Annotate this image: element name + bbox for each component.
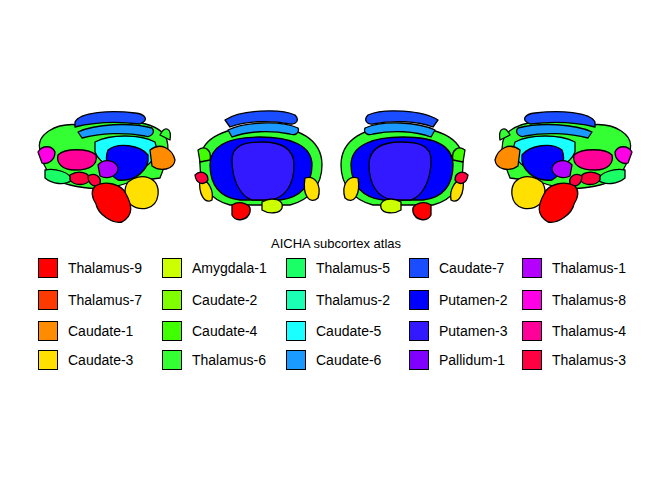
legend-label: Thalamus-3: [552, 353, 626, 367]
legend-swatch: [409, 321, 429, 341]
legend-swatch: [162, 350, 182, 370]
legend-swatch: [286, 321, 306, 341]
legend-swatch: [409, 350, 429, 370]
legend-label: Caudate-5: [316, 324, 381, 338]
legend-swatch: [162, 258, 182, 278]
lateral-left-view: [38, 112, 175, 223]
legend-swatch: [522, 350, 542, 370]
legend-swatch: [409, 290, 429, 310]
legend-label: Thalamus-5: [316, 261, 390, 275]
legend-label: Amygdala-1: [192, 261, 267, 275]
legend-swatch: [522, 290, 542, 310]
legend-label: Thalamus-8: [552, 293, 626, 307]
legend-label: Pallidum-1: [439, 353, 505, 367]
medial-left-view: [195, 111, 322, 220]
legend-label: Caudate-1: [68, 324, 133, 338]
legend-swatch: [286, 290, 306, 310]
legend-label: Caudate-2: [192, 293, 257, 307]
legend-swatch: [522, 258, 542, 278]
legend-swatch: [286, 350, 306, 370]
legend-swatch: [38, 350, 58, 370]
legend-label: Caudate-3: [68, 353, 133, 367]
legend-label: Thalamus-9: [68, 261, 142, 275]
legend-label: Caudate-6: [316, 353, 381, 367]
legend-label: Caudate-4: [192, 324, 257, 338]
legend-label: Thalamus-7: [68, 293, 142, 307]
legend-label: Putamen-2: [439, 293, 507, 307]
legend-label: Putamen-3: [439, 324, 507, 338]
legend-swatch: [162, 290, 182, 310]
legend-label: Thalamus-2: [316, 293, 390, 307]
lateral-right-view: [495, 112, 632, 223]
legend-title: AICHA subcortex atlas: [271, 237, 401, 250]
legend-swatch: [409, 258, 429, 278]
legend-swatch: [286, 258, 306, 278]
legend-swatch: [38, 321, 58, 341]
medial-right-view: [341, 111, 468, 220]
legend-swatch: [38, 258, 58, 278]
legend-label: Thalamus-1: [552, 261, 626, 275]
legend-label: Thalamus-4: [552, 324, 626, 338]
legend-label: Thalamus-6: [192, 353, 266, 367]
legend-swatch: [522, 321, 542, 341]
legend-swatch: [38, 290, 58, 310]
legend-swatch: [162, 321, 182, 341]
legend-label: Caudate-7: [439, 261, 504, 275]
